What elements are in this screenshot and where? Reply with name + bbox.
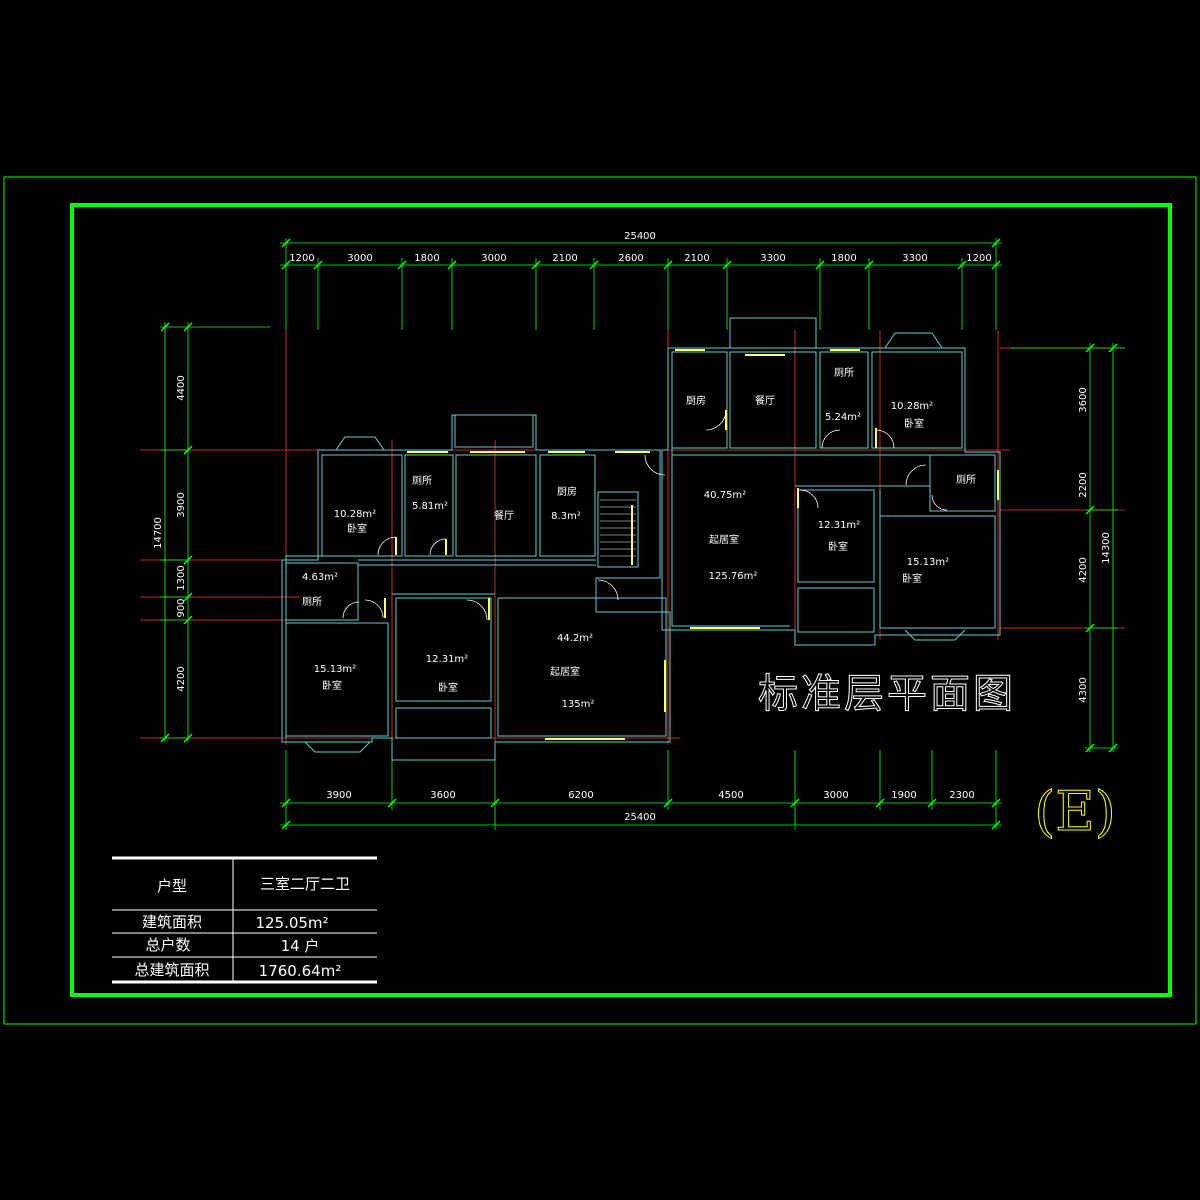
table-label-unit-count: 总户数 [145, 936, 190, 954]
top-dim-3: 1800 [414, 253, 439, 264]
drawing-title: 标准层平面图 [758, 671, 1016, 717]
dining-e-name: 餐厅 [755, 394, 775, 407]
living-e-name: 起居室 [709, 533, 739, 546]
wc-w1-name: 厕所 [412, 475, 432, 487]
table-label-floor-area: 建筑面积 [142, 913, 202, 931]
bottom-dim-7: 2300 [949, 790, 974, 801]
bed-w3-area: 12.31m² [426, 654, 468, 665]
dimension-ticks [160, 238, 1118, 830]
bottom-dim-3: 6200 [568, 790, 593, 801]
wc-e1-area: 5.24m² [825, 412, 861, 423]
bed-w1-name: 卧室 [347, 522, 367, 535]
living-w-area: 44.2m² [557, 633, 593, 644]
room-labels-west: 10.28m² 卧室 厕所 5.81m² 餐厅 厨房 8.3m² 4.63m² … [302, 475, 594, 710]
top-dim-10: 3300 [902, 253, 927, 264]
right-dim-2: 2200 [1078, 472, 1089, 497]
left-dim-1: 4400 [176, 375, 187, 400]
top-dim-4: 3000 [481, 253, 506, 264]
wc-e1-name: 厕所 [834, 367, 854, 379]
top-dim-2: 3000 [347, 253, 372, 264]
living-w-total: 135m² [562, 699, 595, 710]
left-dim-4: 900 [176, 598, 187, 617]
left-dim-3: 1300 [176, 565, 187, 590]
bed-e1-area: 10.28m² [891, 401, 933, 412]
bed-w3-name: 卧室 [438, 681, 458, 694]
left-dim-5: 4200 [176, 666, 187, 691]
living-e-area: 40.75m² [704, 490, 746, 501]
bed-e3-area: 15.13m² [907, 557, 949, 568]
wc-w2-area: 4.63m² [302, 572, 338, 583]
table-value-total-area: 1760.64m² [259, 962, 342, 980]
room-labels-east: 厨房 餐厅 厕所 5.24m² 10.28m² 卧室 厕所 40.75m² 起居… [686, 367, 976, 585]
top-dim-5: 2100 [552, 253, 577, 264]
bed-w1-area: 10.28m² [334, 509, 376, 520]
top-dim-9: 1800 [831, 253, 856, 264]
bottom-dim-2: 3600 [430, 790, 455, 801]
table-value-unit-count: 14 户 [281, 937, 320, 955]
right-dim-4: 4300 [1078, 677, 1089, 702]
kitchen-e-name: 厨房 [686, 394, 706, 407]
wc-w2-name: 厕所 [302, 596, 322, 608]
right-dim-3: 4200 [1078, 557, 1089, 582]
doors [342, 409, 948, 621]
right-dimension-texts: 3600 2200 4200 4300 14300 [1078, 387, 1112, 702]
bottom-dim-4: 4500 [718, 790, 743, 801]
right-dim-1: 3600 [1078, 387, 1089, 412]
bed-e2-area: 12.31m² [818, 520, 860, 531]
right-total-dim: 14300 [1101, 532, 1112, 564]
top-dim-1: 1200 [289, 253, 314, 264]
left-dimension-texts: 14700 4400 3900 1300 900 4200 [153, 375, 187, 691]
top-dim-7: 2100 [684, 253, 709, 264]
inner-frame [70, 203, 1172, 997]
bed-w2-name: 卧室 [322, 679, 342, 692]
table-label-total-area: 总建筑面积 [134, 961, 209, 979]
windows [407, 349, 999, 740]
wc-w1-area: 5.81m² [412, 501, 448, 512]
table-label-unit-type: 户型 [157, 877, 187, 895]
bottom-total-dim: 25400 [624, 812, 656, 823]
living-w-name: 起居室 [550, 665, 580, 678]
table-value-unit-type: 三室二厅二卫 [260, 875, 350, 893]
bed-e1-name: 卧室 [904, 417, 924, 430]
bed-e3-name: 卧室 [902, 572, 922, 585]
kitchen-w-name: 厨房 [557, 485, 577, 498]
info-table: 户型 三室二厅二卫 建筑面积 125.05m² 总户数 14 户 总建筑面积 1… [112, 856, 377, 984]
kitchen-w-area: 8.3m² [551, 511, 581, 522]
dimension-lines [160, 238, 1125, 830]
bottom-dim-1: 3900 [326, 790, 351, 801]
top-dim-6: 2600 [618, 253, 643, 264]
bottom-dim-6: 1900 [891, 790, 916, 801]
bottom-dimension-texts: 3900 3600 6200 4500 3000 1900 2300 25400 [326, 790, 974, 823]
bed-e2-name: 卧室 [828, 540, 848, 553]
wc-e2-name: 厕所 [956, 474, 976, 486]
top-dim-8: 3300 [760, 253, 785, 264]
bottom-dim-5: 3000 [823, 790, 848, 801]
top-total-dim: 25400 [624, 231, 656, 242]
left-dim-2: 3900 [176, 492, 187, 517]
bed-w2-area: 15.13m² [314, 664, 356, 675]
top-dim-11: 1200 [966, 253, 991, 264]
top-dimension-texts: 25400 1200 3000 1800 3000 2100 2600 2100… [289, 231, 991, 264]
unit-type-mark: (E) [1034, 780, 1116, 843]
outer-border [3, 176, 1197, 1025]
left-total-dim: 14700 [153, 517, 164, 549]
dining-w-name: 餐厅 [494, 509, 514, 522]
walls [281, 317, 1001, 761]
table-value-floor-area: 125.05m² [255, 914, 328, 932]
living-e-total: 125.76m² [709, 571, 758, 582]
